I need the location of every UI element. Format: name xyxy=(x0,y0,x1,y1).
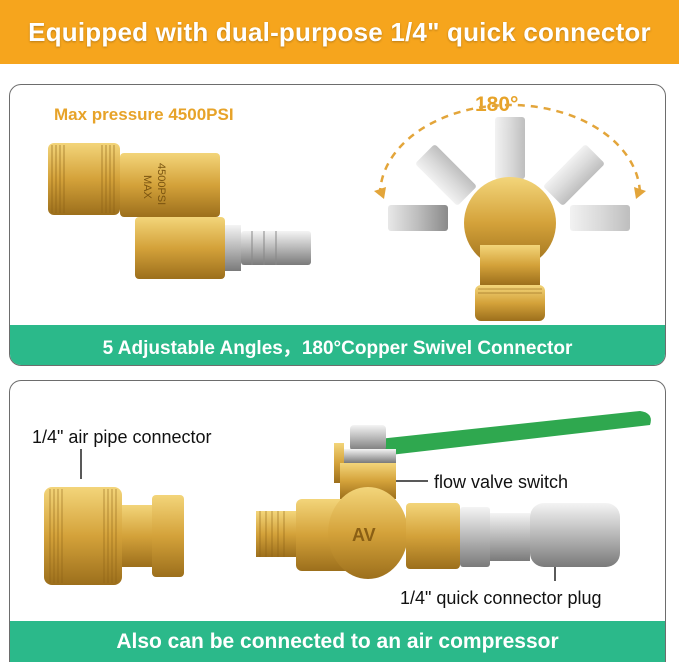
ball-valve-image: AV xyxy=(256,411,651,579)
air-compressor-caption-bar: Also can be connected to an air compress… xyxy=(10,621,665,662)
engraving: 4500PSI xyxy=(155,163,167,205)
air-compressor-caption: Also can be connected to an air compress… xyxy=(116,630,559,653)
top-banner: Equipped with dual-purpose 1/4" quick co… xyxy=(0,0,679,64)
swivel-connector-image: MAX 4500PSI xyxy=(48,143,311,279)
swivel-caption-bar: 5 Adjustable Angles，180°Copper Swivel Co… xyxy=(10,325,665,365)
valve-mark: AV xyxy=(352,525,376,545)
swivel-panel: Max pressure 4500PSI 180° MAX 450 xyxy=(9,84,666,366)
max-pressure-label: Max pressure 4500PSI xyxy=(54,105,234,124)
valve-label: flow valve switch xyxy=(434,472,569,492)
air-pipe-label: 1/4" air pipe connector xyxy=(32,427,212,447)
engraving-top: MAX xyxy=(141,175,153,200)
air-pipe-connector-image xyxy=(44,487,184,585)
swivel-caption: 5 Adjustable Angles，180°Copper Swivel Co… xyxy=(102,337,573,359)
air-compressor-panel: 1/4" air pipe connector flow valve switc… xyxy=(9,380,666,662)
plug-label: 1/4" quick connector plug xyxy=(400,588,602,608)
banner-title: Equipped with dual-purpose 1/4" quick co… xyxy=(28,16,651,47)
multi-angle-image xyxy=(374,103,646,321)
